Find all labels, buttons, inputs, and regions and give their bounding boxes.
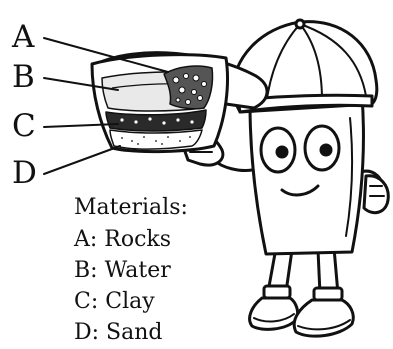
label-c: C (12, 111, 36, 142)
material-item-b: B: Water (74, 259, 171, 283)
label-a: A (12, 22, 34, 53)
label-b: B (12, 62, 35, 93)
label-d: D (12, 158, 37, 189)
cap-button (296, 20, 304, 28)
right-pupil (321, 145, 331, 155)
left-sock (264, 286, 290, 298)
leader-line-d (44, 146, 120, 174)
left-pupil (277, 147, 287, 157)
material-item-d: D: Sand (74, 321, 162, 345)
right-shoe (294, 300, 353, 336)
material-item-c: C: Clay (74, 290, 155, 314)
left-shoe (250, 298, 298, 329)
material-item-a: A: Rocks (74, 228, 171, 252)
sand-layer (110, 130, 202, 149)
right-fist (364, 176, 388, 213)
materials-heading: Materials: (74, 196, 188, 220)
right-sock (314, 288, 342, 300)
